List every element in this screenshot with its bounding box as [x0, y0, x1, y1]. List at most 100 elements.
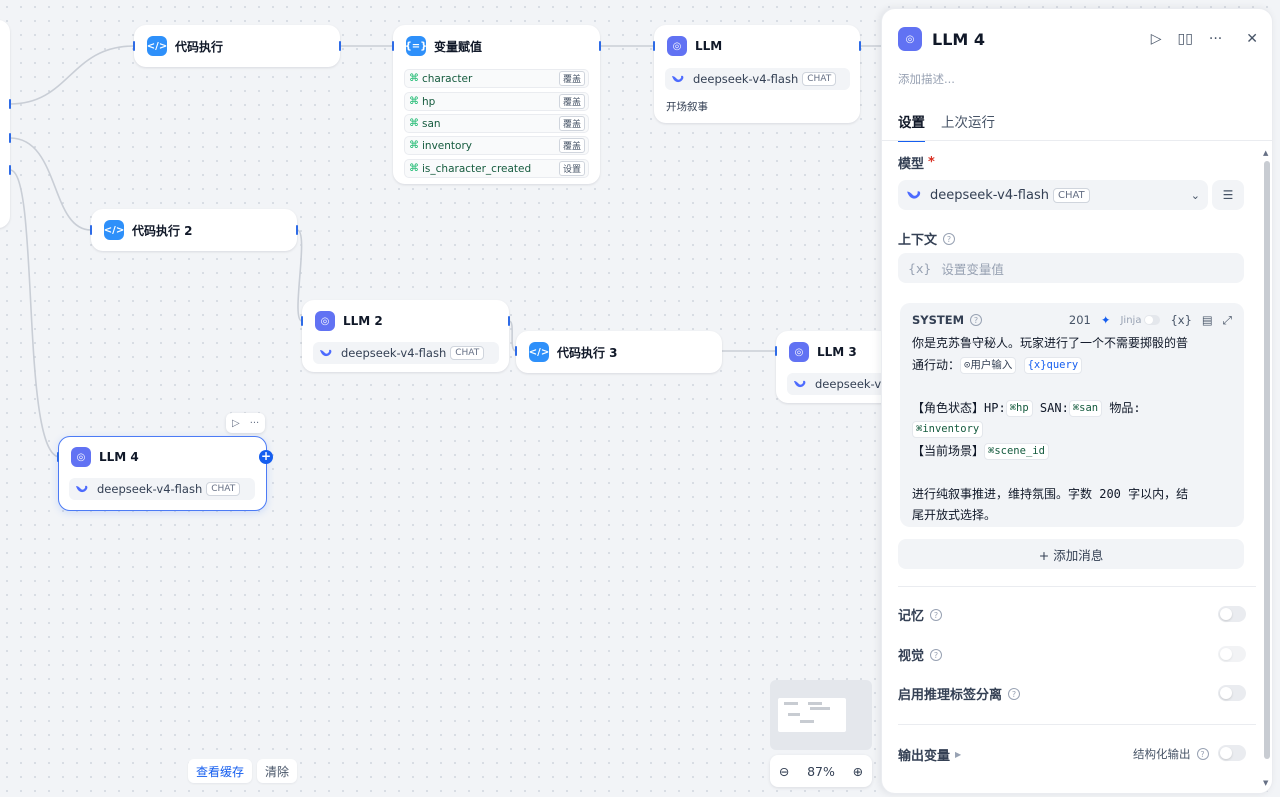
source-handle[interactable] [339, 41, 341, 51]
zoom-in-icon[interactable]: ⊕ [852, 763, 864, 779]
panel-scrollbar[interactable]: ▲ ▼ [1263, 149, 1270, 789]
prompt-text[interactable]: 你是克苏鲁守秘人。玩家进行了一个不需要掷骰的普 通行动：⊙用户输入 {x}que… [912, 336, 1189, 522]
llm-icon: ◎ [898, 27, 922, 51]
scroll-down-icon[interactable]: ▼ [1263, 779, 1269, 787]
variable-icon: {x} [908, 260, 932, 276]
code-icon: </> [104, 220, 124, 240]
variable-icon: ⌘ [409, 140, 419, 151]
start-node-partial[interactable] [0, 20, 10, 228]
add-node-icon[interactable]: + [259, 449, 273, 464]
node-variable-assign[interactable]: {=} 变量赋值 ⌘ character 覆盖 ⌘ hp 覆盖 ⌘ san 覆盖… [393, 25, 600, 184]
source-handle[interactable] [508, 316, 510, 326]
deepseek-logo-icon [794, 380, 806, 388]
node-llm-3[interactable]: ◎ LLM 3 deepseek-v4 [776, 331, 897, 403]
source-handle[interactable] [9, 133, 11, 143]
run-icon[interactable]: ▷ [232, 417, 240, 429]
assign-row[interactable]: ⌘ is_character_created 设置 [404, 159, 589, 178]
zoom-level[interactable]: 87% [807, 763, 835, 779]
variable-icon: ⌘ [409, 96, 419, 107]
target-handle[interactable] [133, 41, 135, 51]
close-icon[interactable]: ✕ [1246, 31, 1258, 47]
clear-button[interactable]: 清除 [257, 759, 298, 783]
variable-icon: ⌘ [409, 73, 419, 84]
tab-settings[interactable]: 设置 [898, 111, 925, 142]
assign-row[interactable]: ⌘ hp 覆盖 [404, 92, 589, 111]
llm-icon: ◎ [315, 311, 335, 331]
output-variables-label[interactable]: 输出变量▶ [898, 749, 962, 764]
var-op: 覆盖 [558, 71, 585, 86]
assign-row[interactable]: ⌘ san 覆盖 [404, 114, 589, 133]
book-icon[interactable]: ▯▯ [1177, 31, 1193, 47]
vision-label: 视觉? [898, 645, 943, 664]
source-handle[interactable] [296, 225, 298, 235]
target-handle[interactable] [515, 346, 517, 356]
assign-row[interactable]: ⌘ inventory 覆盖 [404, 136, 589, 155]
structured-output-toggle[interactable] [1218, 745, 1246, 761]
deepseek-logo-icon [672, 75, 684, 83]
insert-variable-icon[interactable]: {x} [1170, 313, 1192, 327]
source-handle[interactable] [9, 99, 11, 109]
chevron-down-icon: ⌄ [1190, 188, 1200, 202]
node-llm-2[interactable]: ◎ LLM 2 deepseek-v4-flash CHAT [302, 300, 509, 372]
target-handle[interactable] [653, 41, 655, 51]
model-name: deepseek-v4 [815, 377, 889, 391]
jinja-toggle[interactable]: Jinja [1120, 315, 1161, 326]
minimap[interactable] [770, 680, 872, 750]
tab-last-run[interactable]: 上次运行 [941, 115, 995, 131]
var-op: 覆盖 [558, 116, 585, 131]
node-code-exec-3[interactable]: </> 代码执行 3 [516, 331, 722, 373]
model-params-icon[interactable]: ☰ [1212, 180, 1244, 210]
caret-right-icon: ▶ [955, 750, 962, 759]
help-icon: ? [930, 608, 943, 621]
memory-toggle[interactable] [1218, 606, 1246, 622]
var-name: character [422, 72, 473, 85]
memory-label: 记忆? [898, 605, 943, 624]
context-variable-input[interactable]: {x} 设置变量值 [898, 253, 1244, 283]
ai-generate-icon[interactable]: ✦ [1100, 313, 1111, 327]
help-icon: ? [1196, 748, 1209, 760]
target-handle[interactable] [392, 41, 394, 51]
vision-toggle[interactable] [1218, 646, 1246, 662]
system-prompt-editor[interactable]: SYSTEM ? 201 ✦ Jinja {x} ▤ ⤢ 你是克苏鲁守秘人。玩家… [900, 303, 1244, 527]
view-cache-button[interactable]: 查看缓存 [188, 759, 253, 783]
node-llm-4[interactable]: ◎ LLM 4 deepseek-v4-flash CHAT [58, 436, 267, 511]
more-icon[interactable]: ··· [1208, 31, 1223, 47]
description-input[interactable]: 添加描述... [898, 72, 955, 86]
target-handle[interactable] [90, 225, 92, 235]
target-handle[interactable] [775, 346, 777, 356]
add-message-button[interactable]: + 添加消息 [898, 539, 1244, 569]
variable-icon: {=} [405, 36, 427, 56]
clipboard-icon[interactable]: ▤ [1201, 313, 1213, 327]
model-select[interactable]: deepseek-v4-flash CHAT ⌄ [898, 180, 1208, 210]
zoom-out-icon[interactable]: ⊖ [778, 763, 790, 779]
reasoning-toggle[interactable] [1218, 685, 1246, 701]
target-handle[interactable] [57, 452, 59, 462]
run-icon[interactable]: ▷ [1150, 31, 1162, 47]
model-name: deepseek-v4-flash [97, 482, 203, 496]
llm-icon: ◎ [667, 36, 687, 56]
assign-row[interactable]: ⌘ character 覆盖 [404, 69, 589, 88]
node-title: LLM 2 [343, 314, 383, 328]
var-name: san [422, 117, 441, 130]
node-code-exec-2[interactable]: </> 代码执行 2 [91, 209, 297, 251]
var-name: hp [422, 95, 436, 108]
chat-tag: CHAT [206, 482, 241, 496]
node-code-exec[interactable]: </> 代码执行 [134, 25, 340, 67]
scroll-up-icon[interactable]: ▲ [1263, 149, 1269, 157]
structured-output-label: 结构化输出? [1133, 746, 1209, 762]
source-handle[interactable] [9, 165, 11, 175]
source-handle[interactable] [859, 41, 861, 51]
more-icon[interactable]: ··· [249, 417, 260, 429]
user-input-token: ⊙用户输入 [960, 356, 1017, 374]
target-handle[interactable] [301, 316, 303, 326]
deepseek-logo-icon [320, 349, 332, 357]
var-name: is_character_created [422, 162, 532, 175]
context-label: 上下文? [898, 229, 956, 248]
expand-icon[interactable]: ⤢ [1222, 312, 1232, 327]
model-label: 模型* [898, 155, 935, 172]
node-llm[interactable]: ◎ LLM deepseek-v4-flash CHAT 开场叙事 [654, 25, 860, 123]
panel-title[interactable]: LLM 4 [932, 29, 986, 49]
node-title: LLM [695, 39, 723, 53]
model-pill: deepseek-v4-flash CHAT [313, 342, 499, 364]
source-handle[interactable] [599, 41, 601, 51]
